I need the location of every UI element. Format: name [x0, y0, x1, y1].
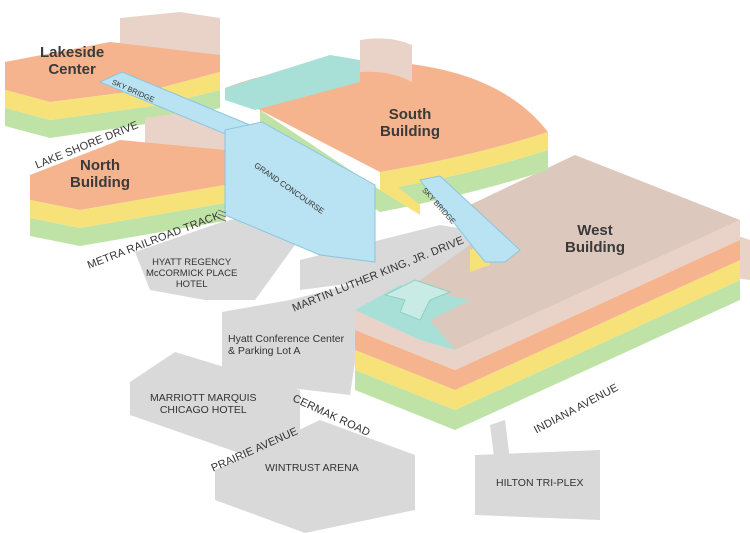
hilton-lot: [475, 450, 600, 520]
wintrust-lot: [215, 420, 415, 533]
hyatt-conference-label: Hyatt Conference Center & Parking Lot A: [228, 333, 345, 358]
hyatt-regency-lot: [135, 212, 300, 300]
railroad-marks: [217, 209, 227, 222]
wintrust-arena-label: WINTRUST ARENA: [265, 462, 359, 474]
marriott-lot: [130, 352, 300, 455]
grand-concourse-shape: [224, 121, 376, 263]
sky-bridges: [98, 71, 521, 263]
lakeside-center-label: Lakeside Center: [40, 44, 105, 79]
marriott-label: MARRIOTT MARQUIS CHICAGO HOTEL: [150, 392, 257, 417]
north-building-label: North Building: [70, 157, 130, 192]
hilton-triplex-label: HILTON TRI-PLEX: [496, 477, 584, 489]
west-building: [355, 155, 750, 430]
south-building-label: South Building: [380, 106, 440, 141]
mlk-drive-area: [300, 225, 470, 290]
west-building-label: West Building: [565, 222, 625, 257]
north-building: [30, 110, 225, 246]
hyatt-regency-label: HYATT REGENCY McCORMICK PLACE HOTEL: [146, 257, 238, 290]
sky-bridge-west-shape: [419, 175, 521, 263]
indiana-road: [490, 420, 510, 465]
